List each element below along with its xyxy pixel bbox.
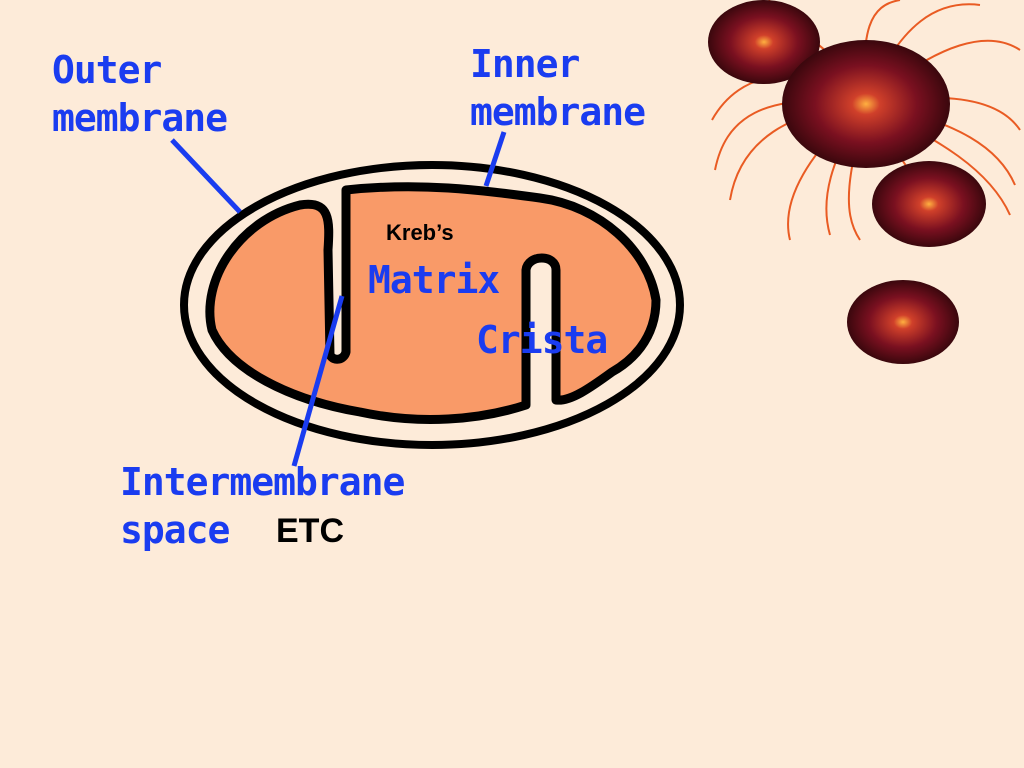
intermembrane-label-line2: space xyxy=(120,508,230,552)
inner-label-line2: membrane xyxy=(470,90,646,134)
outer-membrane-label: Outer membrane xyxy=(52,46,228,142)
intermembrane-space-label: Intermembrane space xyxy=(120,458,405,554)
inner-membrane-pointer xyxy=(483,131,507,187)
matrix-label: Matrix xyxy=(368,258,500,302)
outer-label-line2: membrane xyxy=(52,96,228,140)
intermembrane-pointer xyxy=(291,295,345,467)
outer-membrane-pointer xyxy=(170,138,242,214)
inner-membrane-label: Inner membrane xyxy=(470,40,646,136)
inner-label-line1: Inner xyxy=(470,42,580,86)
sea-urchin-orbs-decoration xyxy=(708,0,1021,364)
crista-label: Crista xyxy=(476,318,608,362)
intermembrane-label-line1: Intermembrane xyxy=(120,460,405,504)
krebs-label: Kreb’s xyxy=(386,220,454,245)
outer-label-line1: Outer xyxy=(52,48,162,92)
etc-label: ETC xyxy=(276,512,344,550)
